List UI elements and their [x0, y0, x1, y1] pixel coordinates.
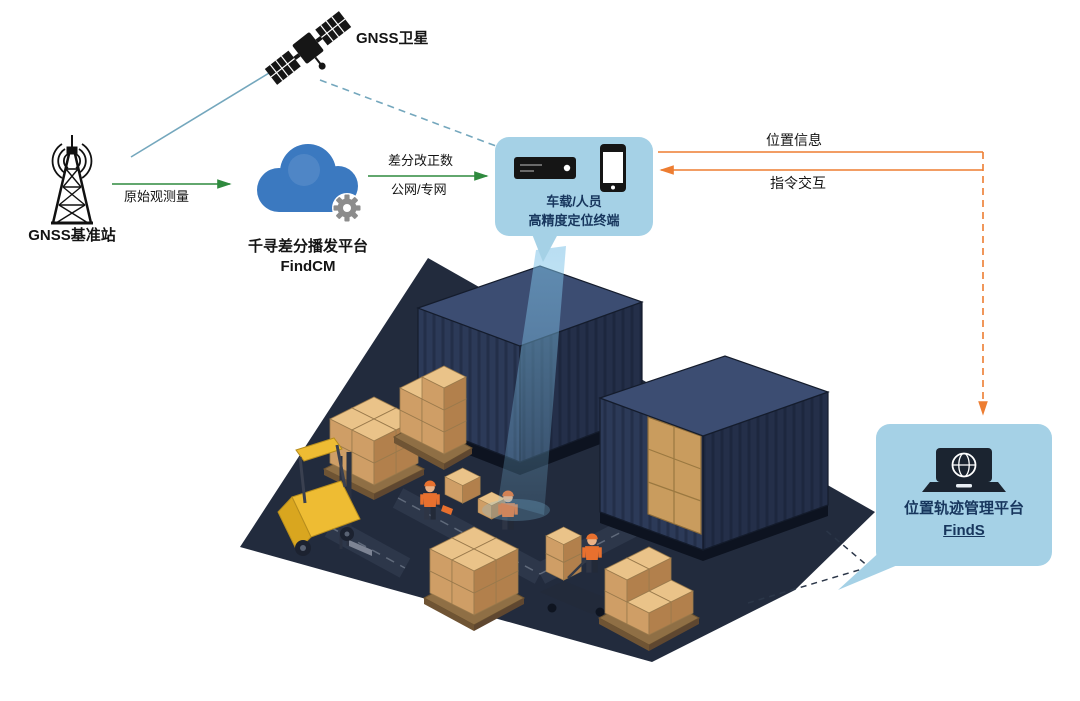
- loose-boxes: [441, 467, 506, 520]
- correction-label-bottom: 公网/专网: [391, 182, 447, 197]
- laptop-globe-icon: [922, 447, 1006, 492]
- terminal-label-line1: 车载/人员: [546, 193, 602, 209]
- command-label: 指令交互: [770, 175, 826, 191]
- box-stack-center: [422, 526, 526, 631]
- positioning-beam: [482, 246, 566, 521]
- platform-subtitle: FindS: [943, 522, 985, 539]
- terminal-bubble-tail: [532, 234, 558, 262]
- raw-observation-label: 原始观测量: [124, 189, 190, 204]
- container-open-door: [647, 416, 702, 535]
- satellite-icon: [248, 2, 368, 99]
- gear-icon: [332, 193, 362, 223]
- platform-bubble: 位置轨迹管理平台 FindS: [876, 424, 1052, 566]
- connector-satellite-terminal: [319, 79, 497, 147]
- connector-satellite-base: [130, 69, 275, 158]
- smartphone-icon: [600, 143, 626, 192]
- pallet-jack-icon: [540, 526, 616, 617]
- platform-title: 位置轨迹管理平台: [903, 499, 1024, 517]
- antenna-tower-icon: [22, 133, 122, 238]
- correction-label-top: 差分改正数: [388, 153, 454, 168]
- box-stack-right: [597, 546, 701, 651]
- base-station-label: GNSS基准站: [28, 227, 116, 244]
- cloud-title: 千寻差分播发平台: [247, 238, 368, 255]
- terminal-label-line2: 高精度定位终端: [528, 212, 620, 228]
- terminal-device-icon: [514, 143, 626, 192]
- cloud-subtitle: FindCM: [280, 258, 336, 275]
- position-info-label: 位置信息: [766, 132, 822, 148]
- cloud-icon: [240, 128, 376, 241]
- terminal-bubble: 车载/人员 高精度定位终端: [495, 137, 653, 236]
- satellite-label: GNSS卫星: [356, 30, 429, 47]
- forklift-icon: [277, 437, 372, 556]
- container-2: [598, 355, 830, 561]
- box-stack-tall: [392, 365, 474, 470]
